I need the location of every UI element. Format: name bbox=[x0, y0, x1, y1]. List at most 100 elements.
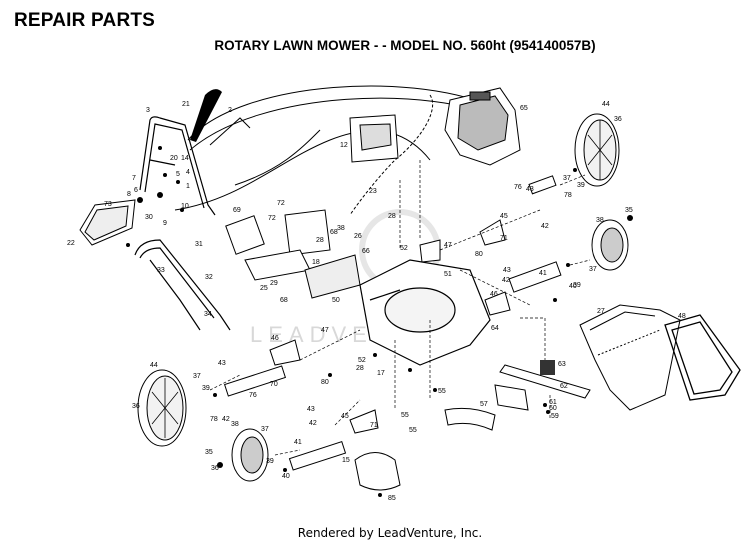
callout: 39 bbox=[577, 182, 585, 189]
callout: 37 bbox=[193, 373, 201, 380]
callout: 35 bbox=[625, 207, 633, 214]
callout: 72 bbox=[268, 215, 276, 222]
callout: 18 bbox=[312, 259, 320, 266]
callout: 43 bbox=[307, 406, 315, 413]
callout: 38 bbox=[231, 421, 239, 428]
front-wheel-right bbox=[591, 219, 629, 271]
callout: 43 bbox=[218, 360, 226, 367]
callout: 42 bbox=[541, 223, 549, 230]
control-bar bbox=[209, 117, 251, 146]
callout: 69 bbox=[233, 207, 241, 214]
callout: 60 bbox=[549, 405, 557, 412]
rear-wheel-right bbox=[574, 113, 620, 187]
callout: 73 bbox=[104, 201, 112, 208]
callout: 63 bbox=[558, 361, 566, 368]
callout: 37 bbox=[589, 266, 597, 273]
callout: 4 bbox=[186, 169, 190, 176]
engine bbox=[444, 87, 521, 166]
lower-handle bbox=[134, 239, 231, 331]
callout: 55 bbox=[401, 412, 409, 419]
callout: 71 bbox=[500, 235, 508, 242]
callout: 42 bbox=[502, 277, 510, 284]
rear-wheel-left bbox=[137, 369, 187, 447]
callout: 41 bbox=[294, 439, 302, 446]
rear-flap bbox=[494, 384, 529, 411]
callout: 2 bbox=[228, 107, 232, 114]
callout: 59 bbox=[551, 413, 559, 420]
callout: 3 bbox=[146, 107, 150, 114]
callout: 22 bbox=[67, 240, 75, 247]
callout: 85 bbox=[388, 495, 396, 502]
callout: 34 bbox=[204, 311, 212, 318]
callout: 8 bbox=[127, 191, 131, 198]
callout: 48 bbox=[678, 313, 686, 320]
callout: 6 bbox=[134, 187, 138, 194]
callout: 72 bbox=[277, 200, 285, 207]
callout: 42 bbox=[309, 420, 317, 427]
callout: 46 bbox=[271, 335, 279, 342]
callout: 40 bbox=[569, 283, 577, 290]
callout: 52 bbox=[358, 357, 366, 364]
callout: 25 bbox=[260, 285, 268, 292]
callout: 9 bbox=[163, 220, 167, 227]
callout: 28 bbox=[316, 237, 324, 244]
callout: 33 bbox=[157, 267, 165, 274]
callout: 5 bbox=[176, 171, 180, 178]
callout: 27 bbox=[597, 308, 605, 315]
callout: 65 bbox=[520, 105, 528, 112]
callout: 31 bbox=[195, 241, 203, 248]
deflector-57 bbox=[444, 407, 496, 431]
hardware bbox=[126, 146, 633, 497]
bail-handle bbox=[190, 89, 222, 142]
callout: 37 bbox=[261, 426, 269, 433]
callout: 39 bbox=[202, 385, 210, 392]
callout: 66 bbox=[362, 248, 370, 255]
blade-adapter bbox=[540, 360, 555, 375]
callout: 35 bbox=[205, 449, 213, 456]
grass-catcher-bag bbox=[579, 304, 681, 411]
front-wheel-left bbox=[231, 428, 269, 482]
callout: 45 bbox=[500, 213, 508, 220]
callout: 68 bbox=[280, 297, 288, 304]
discharge-door bbox=[354, 452, 401, 491]
callout: 57 bbox=[480, 401, 488, 408]
callout: 7 bbox=[132, 175, 136, 182]
blade bbox=[499, 364, 591, 399]
callout: 1 bbox=[186, 183, 190, 190]
callout: 39 bbox=[266, 458, 274, 465]
cable-brackets bbox=[225, 209, 361, 299]
callout: 55 bbox=[438, 388, 446, 395]
callout: 36 bbox=[132, 403, 140, 410]
callout: 43 bbox=[503, 267, 511, 274]
callout: 46 bbox=[490, 291, 498, 298]
callout: 51 bbox=[444, 271, 452, 278]
callout: 21 bbox=[182, 101, 190, 108]
callout: 41 bbox=[539, 270, 547, 277]
callout: 40 bbox=[282, 473, 290, 480]
callout: 47 bbox=[444, 242, 452, 249]
callout: 37 bbox=[563, 175, 571, 182]
footer-credit: Rendered by LeadVenture, Inc. bbox=[297, 526, 483, 540]
callout: 70 bbox=[270, 381, 278, 388]
callout: 30 bbox=[145, 214, 153, 221]
upper-handle bbox=[139, 116, 216, 216]
callout: 26 bbox=[354, 233, 362, 240]
callout: 17 bbox=[377, 370, 385, 377]
callout: 55 bbox=[409, 427, 417, 434]
callout: 62 bbox=[560, 383, 568, 390]
leader-lines bbox=[209, 160, 591, 456]
callout: 80 bbox=[475, 251, 483, 258]
callout: 50 bbox=[332, 297, 340, 304]
callout: 47 bbox=[321, 327, 329, 334]
callout: 12 bbox=[340, 142, 348, 149]
callout: 44 bbox=[602, 101, 610, 108]
diagram-title: ROTARY LAWN MOWER - - MODEL NO. 560ht (9… bbox=[214, 38, 596, 53]
callout: 78 bbox=[564, 192, 572, 199]
height-adjusters bbox=[223, 175, 562, 471]
bag-frame-top bbox=[79, 199, 136, 246]
callout: 61 bbox=[549, 399, 557, 406]
callout: 52 bbox=[400, 245, 408, 252]
callout: 78 bbox=[210, 416, 218, 423]
callout: 20 bbox=[170, 155, 178, 162]
